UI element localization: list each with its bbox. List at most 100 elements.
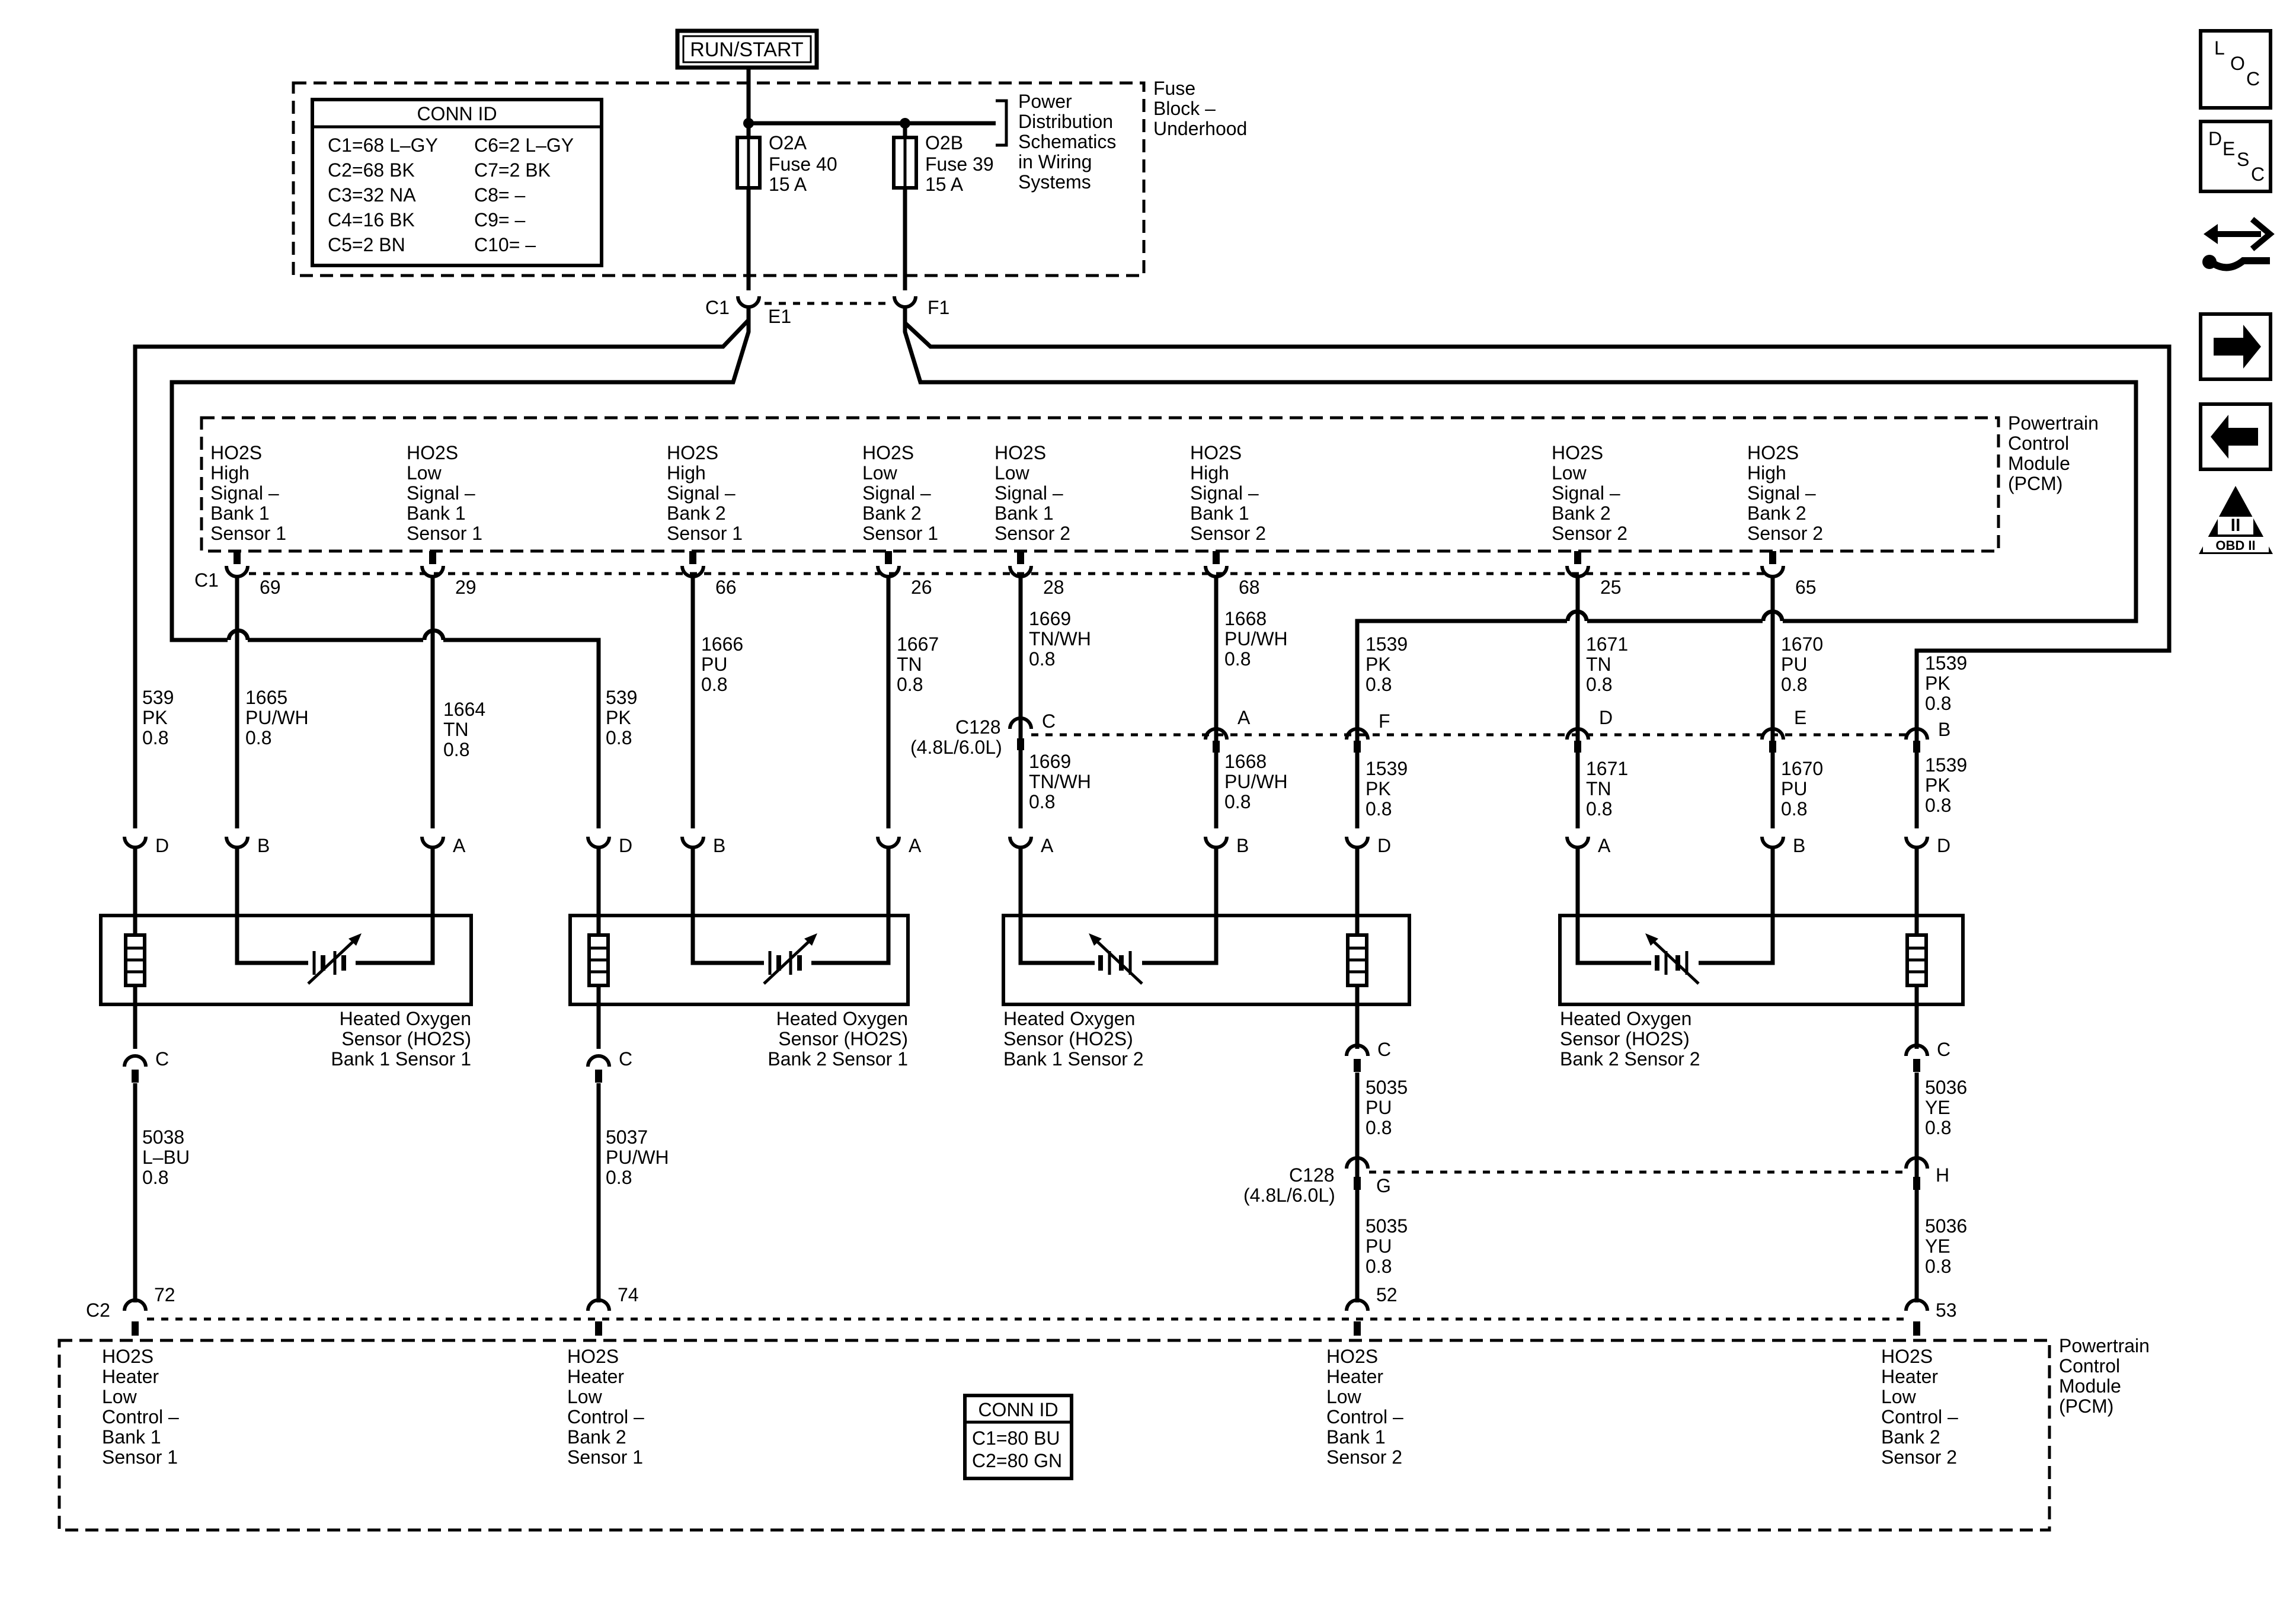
- wire-label-1669b: 1669 TN/WH 0.8: [1029, 751, 1091, 812]
- s2-label-1: Heated Oxygen: [776, 1008, 908, 1029]
- power-ref-arrow: [996, 99, 1008, 147]
- conn-id-left-1: C1=68 L–GY: [328, 135, 438, 156]
- s3-pin-c: [1345, 1044, 1370, 1057]
- connector-f1: [893, 296, 917, 309]
- pcm-t8-l3: Signal –: [1747, 482, 1816, 504]
- power-ref-line-5: Systems: [1018, 171, 1091, 193]
- pcm-top-label-2: Control: [2008, 433, 2069, 454]
- sensor-b2s1-body: [568, 914, 910, 1006]
- wl-1668a-2: PU/WH: [1224, 628, 1288, 649]
- obd-ii-icon[interactable]: II OBD II: [2199, 486, 2273, 554]
- desc-icon-c: C: [2251, 164, 2265, 185]
- wire-label-5036a: 5036 YE 0.8: [1925, 1077, 1967, 1138]
- desc-icon[interactable]: D E S C: [2199, 120, 2272, 193]
- pin-52-stub: [1354, 1321, 1361, 1336]
- wrench-arrows-icon[interactable]: [2202, 217, 2275, 271]
- c128-pin-h: [1904, 1156, 1929, 1169]
- s1-pin-d: [123, 836, 148, 849]
- pcm-c1-pins: [225, 551, 1785, 578]
- pcm-t2-l5: Sensor 1: [407, 523, 482, 544]
- c128-upper-variant: (4.8L/6.0L): [910, 737, 1002, 758]
- s3-letter-a: A: [1041, 835, 1054, 856]
- s3-pin-b: [1204, 836, 1229, 849]
- wire-label-5038: 5038 L–BU 0.8: [142, 1126, 190, 1188]
- c128-pin-g: [1345, 1156, 1370, 1169]
- s2-pin-b: [680, 836, 705, 849]
- c128-upper-pin-letters: C A F D E B: [1042, 707, 1950, 740]
- wl-1539d-2: PK: [1925, 774, 1950, 796]
- wl-1664-3: 0.8: [443, 739, 469, 760]
- wire-label-539b: 539 PK 0.8: [606, 687, 637, 748]
- s2-pin-c: [586, 1054, 611, 1067]
- c2-t1-l6: Sensor 1: [102, 1446, 178, 1468]
- back-arrow-icon[interactable]: [2199, 402, 2272, 471]
- wire-label-539a: 539 PK 0.8: [142, 687, 174, 748]
- s1-letter-b: B: [257, 835, 270, 856]
- pin-num-68: 68: [1239, 577, 1260, 598]
- pcm-t3-l3: Signal –: [667, 482, 736, 504]
- wl-1668a-1: 1668: [1224, 608, 1267, 629]
- pin-25-stub: [1574, 551, 1581, 564]
- c2-t4-l1: HO2S: [1881, 1346, 1933, 1367]
- s4-letter-a: A: [1598, 835, 1611, 856]
- wl-1667-3: 0.8: [897, 674, 923, 695]
- pin-num-29: 29: [455, 577, 477, 598]
- conn-id-bottom-line-2: C2=80 GN: [972, 1450, 1062, 1471]
- c2-t4-l3: Low: [1881, 1386, 1917, 1407]
- c128-lower-pins: [1345, 1156, 1929, 1190]
- wl-1670b-2: PU: [1781, 778, 1807, 799]
- pin-num-69: 69: [260, 577, 281, 598]
- wl-1671a-2: TN: [1586, 654, 1611, 675]
- wl-1539c-1: 1539: [1366, 758, 1408, 779]
- run-start-label: RUN/START: [690, 39, 803, 61]
- s2-label-2: Sensor (HO2S): [778, 1028, 908, 1049]
- wl-1665-3: 0.8: [245, 727, 271, 748]
- wire-label-1539a: 1539 PK 0.8: [1366, 633, 1408, 695]
- wl-5035b-3: 0.8: [1366, 1256, 1392, 1277]
- s3-pin-a: [1008, 836, 1033, 849]
- wire-label-1671b: 1671 TN 0.8: [1586, 758, 1628, 820]
- wl-1539b-2: PK: [1925, 673, 1950, 694]
- pcm-c2-terminal-2: HO2S Heater Low Control – Bank 2 Sensor …: [567, 1346, 644, 1468]
- wl-1539d-3: 0.8: [1925, 795, 1951, 816]
- pcm-t4-l3: Signal –: [862, 482, 931, 504]
- pcm-t3-l2: High: [667, 462, 706, 484]
- s2-pin-d: [586, 836, 611, 849]
- wire-label-1667: 1667 TN 0.8: [897, 633, 939, 695]
- c2-t4-l6: Sensor 2: [1881, 1446, 1957, 1468]
- wl-1668b-1: 1668: [1224, 751, 1267, 772]
- wl-1539c-3: 0.8: [1366, 798, 1392, 820]
- wl-1665-2: PU/WH: [245, 707, 309, 728]
- wl-1668b-2: PU/WH: [1224, 771, 1288, 792]
- pin-num-66: 66: [715, 577, 737, 598]
- s2-letter-c: C: [619, 1048, 632, 1070]
- pcm-t1-l3: Signal –: [210, 482, 279, 504]
- wl-1671b-3: 0.8: [1586, 798, 1612, 820]
- pcm-t7-l2: Low: [1552, 462, 1587, 484]
- wl-1669b-1: 1669: [1029, 751, 1071, 772]
- forward-arrow-icon[interactable]: [2199, 312, 2272, 381]
- c128-letter-d: D: [1599, 707, 1613, 728]
- loc-icon[interactable]: L O C: [2199, 29, 2272, 110]
- pin-72-cup: [123, 1298, 148, 1311]
- c128-letter-e: E: [1794, 707, 1806, 728]
- pcm-terminal-1: HO2S High Signal – Bank 1 Sensor 1: [210, 442, 286, 544]
- c2-t2-l1: HO2S: [567, 1346, 619, 1367]
- pcm-t1-l4: Bank 1: [210, 502, 270, 524]
- pcm-t2-l2: Low: [407, 462, 442, 484]
- run-start-box-inner: [682, 35, 812, 63]
- c128-stub-h: [1913, 1177, 1920, 1190]
- wl-1664-2: TN: [443, 719, 469, 740]
- wire-label-1670b: 1670 PU 0.8: [1781, 758, 1823, 820]
- c2-t3-l5: Bank 1: [1326, 1426, 1386, 1448]
- pcm-terminal-4: HO2S Low Signal – Bank 2 Sensor 1: [862, 442, 938, 544]
- conn-id-left-3: C3=32 NA: [328, 184, 416, 206]
- wire-label-1670a: 1670 PU 0.8: [1781, 633, 1823, 695]
- fuse-block-line-2: Block –: [1153, 98, 1216, 119]
- power-ref-line-1: Power: [1018, 91, 1072, 112]
- pin-26-stub: [885, 551, 892, 564]
- conn-id-box-top: [311, 98, 603, 267]
- wl-1668b-3: 0.8: [1224, 791, 1251, 812]
- conn-f1-label: F1: [928, 297, 949, 318]
